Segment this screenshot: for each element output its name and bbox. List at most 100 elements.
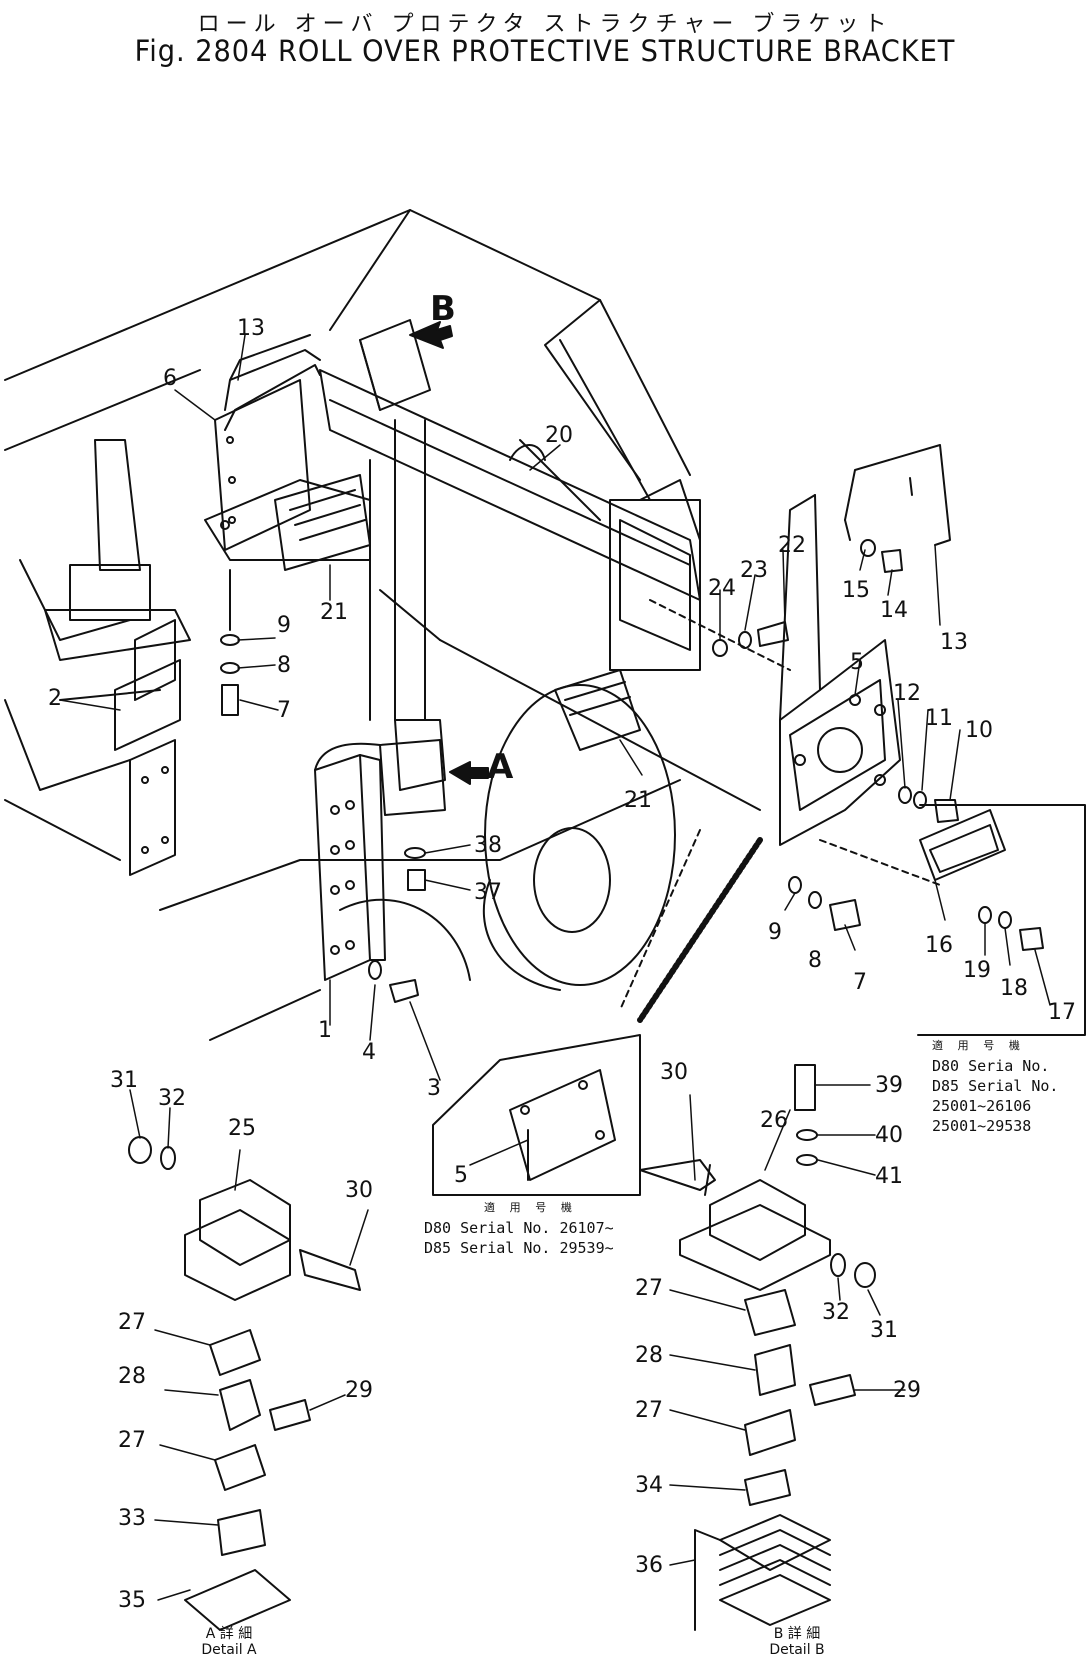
bolts-17-19 xyxy=(978,906,1044,951)
part-label-1: 1 xyxy=(318,1018,332,1043)
tractor-body-outline xyxy=(4,209,761,1041)
part-label-32-b: 32 xyxy=(822,1300,850,1325)
part-label-39: 39 xyxy=(875,1073,903,1098)
serial-note-right-line4: 25001~29538 xyxy=(932,1117,1032,1135)
rubber-mount-21-lower xyxy=(554,669,641,751)
bracket-6 xyxy=(204,364,371,561)
part-label-4: 4 xyxy=(362,1040,376,1065)
serial-note-right-line3: 25001~26106 xyxy=(932,1097,1032,1115)
detail-a-caption-en: Detail A xyxy=(201,1642,257,1658)
part-label-28-b: 28 xyxy=(635,1343,663,1368)
note-frames xyxy=(432,804,1086,1196)
part-label-15: 15 xyxy=(842,578,870,603)
part-label-6: 6 xyxy=(163,366,177,391)
figure-title: Fig. 2804 ROLL OVER PROTECTIVE STRUCTURE… xyxy=(134,34,956,68)
part-label-27-b: 27 xyxy=(635,1276,663,1301)
detail-b-caption-jp: B 詳 細 xyxy=(773,1626,821,1642)
view-b-letter: B xyxy=(430,289,456,329)
part-label-34: 34 xyxy=(635,1473,663,1498)
part-label-28: 28 xyxy=(118,1364,146,1389)
part-label-3: 3 xyxy=(427,1076,441,1101)
detail-b-drawing xyxy=(639,1064,876,1631)
part-label-24: 24 xyxy=(708,576,736,601)
part-label-22: 22 xyxy=(778,533,806,558)
part-label-30: 30 xyxy=(345,1178,373,1203)
front-post xyxy=(44,439,191,701)
part-label-25: 25 xyxy=(228,1116,256,1141)
part-label-30-b: 30 xyxy=(660,1060,688,1085)
center-post xyxy=(379,719,446,816)
serial-note-right-line1: D80 Seria No. xyxy=(932,1057,1050,1075)
serial-note-right: 適 用 号 機 D80 Seria No. D85 Serial No. 250… xyxy=(932,1036,1058,1136)
detail-a-caption-jp: A 詳 細 xyxy=(205,1626,253,1642)
strap xyxy=(637,837,763,1023)
part-label-9-right: 9 xyxy=(768,920,782,945)
rubber-mount-21-upper xyxy=(274,474,371,571)
bracket-2 xyxy=(59,659,181,876)
part-label-20: 20 xyxy=(545,423,573,448)
part-label-8: 8 xyxy=(277,653,291,678)
final-drive-housing xyxy=(339,684,676,991)
part-label-5: 5 xyxy=(850,650,864,675)
part-label-41: 41 xyxy=(875,1164,903,1189)
serial-note-right-heading: 適 用 号 機 xyxy=(932,1039,1024,1052)
part-label-40: 40 xyxy=(875,1123,903,1148)
serial-note-right-line2: D85 Serial No. xyxy=(932,1077,1059,1095)
plate-5-assembly xyxy=(779,494,901,846)
part-label-32: 32 xyxy=(158,1086,186,1111)
part-label-27-lower: 27 xyxy=(118,1428,146,1453)
part-label-13-right: 13 xyxy=(940,630,968,655)
plate-5-inset xyxy=(509,1069,616,1181)
part-label-18: 18 xyxy=(1000,976,1028,1001)
view-arrows xyxy=(409,321,489,785)
view-a-letter: A xyxy=(487,747,514,787)
guard-13 xyxy=(224,334,321,411)
part-label-35: 35 xyxy=(118,1588,146,1613)
part-label-31: 31 xyxy=(110,1068,138,1093)
parts-37-38 xyxy=(404,847,426,891)
part-label-12: 12 xyxy=(893,681,921,706)
part-label-31-b: 31 xyxy=(870,1318,898,1343)
part-label-7-right: 7 xyxy=(853,970,867,995)
part-label-27-b-lower: 27 xyxy=(635,1398,663,1423)
detail-a-drawing xyxy=(128,1136,361,1631)
part-label-9: 9 xyxy=(277,613,291,638)
detail-a-caption: A 詳 細 Detail A xyxy=(184,1626,274,1658)
cover-16 xyxy=(919,809,1006,881)
part-label-8-right: 8 xyxy=(808,948,822,973)
rops-frame-20 xyxy=(319,319,701,721)
title-japanese: ロール オーバ プロテクタ ストラクチャー ブラケット xyxy=(197,12,893,37)
guard-13-right xyxy=(844,444,951,546)
part-label-33: 33 xyxy=(118,1506,146,1531)
part-label-14: 14 xyxy=(880,598,908,623)
part-label-23: 23 xyxy=(740,558,768,583)
leader-lines xyxy=(59,334,1051,1601)
detail-b-caption-en: Detail B xyxy=(769,1642,825,1658)
serial-note-center: 適 用 号 機 D80 Serial No. 26107~ D85 Serial… xyxy=(424,1198,614,1258)
part-label-17: 17 xyxy=(1048,1000,1076,1025)
part-label-10: 10 xyxy=(965,718,993,743)
part-label-7: 7 xyxy=(277,698,291,723)
part-label-5-inset: 5 xyxy=(454,1163,468,1188)
part-label-13: 13 xyxy=(237,316,265,341)
part-label-11: 11 xyxy=(925,706,953,731)
part-label-29: 29 xyxy=(345,1378,373,1403)
part-label-37: 37 xyxy=(474,880,502,905)
serial-note-center-heading: 適 用 号 機 xyxy=(484,1201,576,1214)
part-label-36: 36 xyxy=(635,1553,663,1578)
part-label-19: 19 xyxy=(963,958,991,983)
part-label-21-lower: 21 xyxy=(624,788,652,813)
detail-b-caption: B 詳 細 Detail B xyxy=(752,1626,842,1658)
bolt-14-washer-15 xyxy=(860,539,903,573)
part-label-27: 27 xyxy=(118,1310,146,1335)
serial-note-center-line1: D80 Serial No. 26107~ xyxy=(424,1219,614,1237)
part-label-38: 38 xyxy=(474,833,502,858)
bolt-stack-right xyxy=(788,876,861,931)
serial-note-center-line2: D85 Serial No. 29539~ xyxy=(424,1239,614,1257)
part-label-26: 26 xyxy=(760,1108,788,1133)
bracket-1 xyxy=(314,742,386,981)
part-label-21: 21 xyxy=(320,600,348,625)
part-label-2: 2 xyxy=(48,686,62,711)
part-label-16: 16 xyxy=(925,933,953,958)
